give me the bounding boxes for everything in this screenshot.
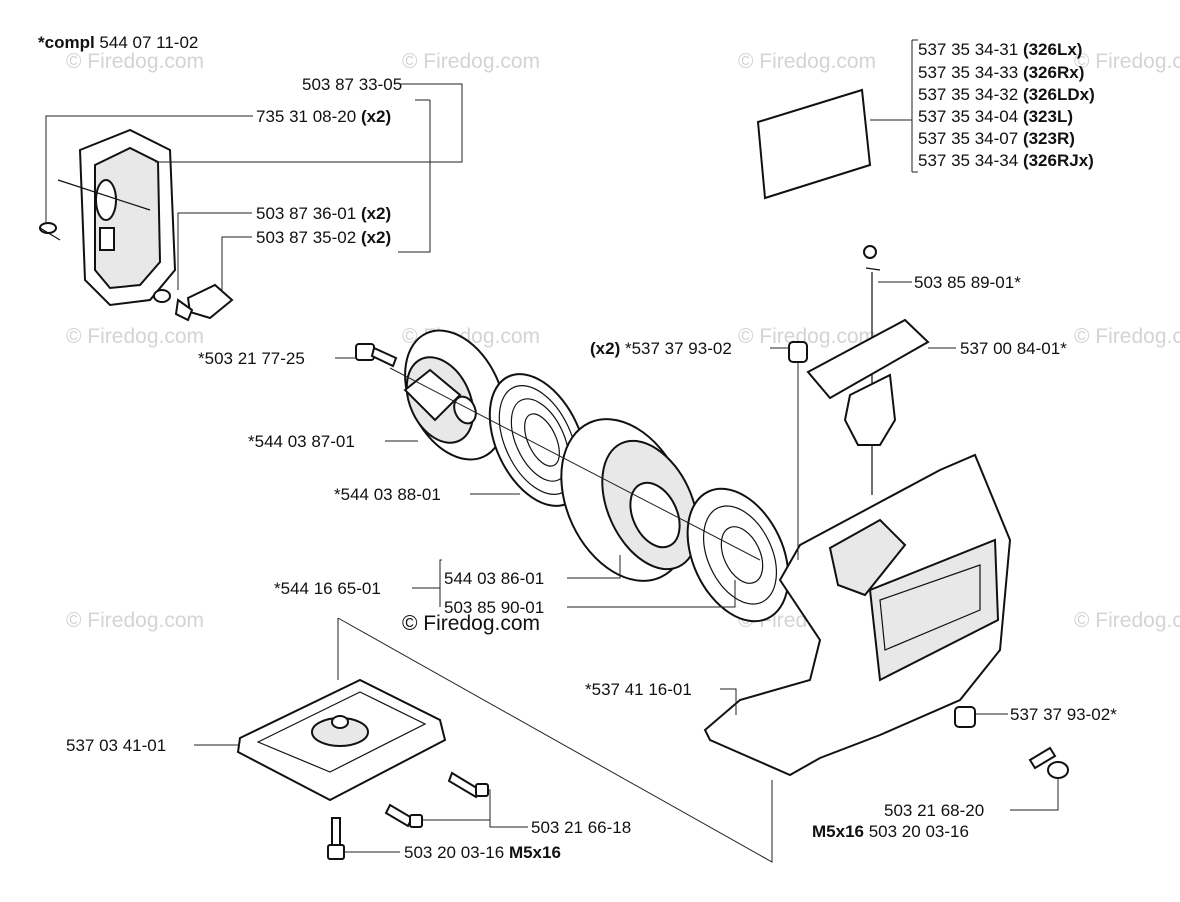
decal-drawing <box>756 88 872 200</box>
part-537-41-16-01: *537 41 16-01 <box>585 680 692 699</box>
part-503-20-03-16-bottom: 503 20 03-16 M5x16 <box>404 843 561 862</box>
part-labels: *compl 544 07 11-02 503 87 33-05 735 31 … <box>38 33 1117 862</box>
watermark: © Firedog.com <box>738 325 876 348</box>
part-735-31-08-20: 735 31 08-20 (x2) <box>256 107 391 126</box>
bracket-screws-drawing <box>327 771 489 860</box>
decal-item: 537 35 34-31 (326Lx) <box>918 40 1082 59</box>
compl-label: *compl 544 07 11-02 <box>38 33 198 52</box>
watermark-dark: © Firedog.com <box>402 612 540 635</box>
small-bushing-drawing <box>954 706 976 728</box>
decal-item: 537 35 34-32 (326LDx) <box>918 85 1095 104</box>
decal-item: 537 35 34-07 (323R) <box>918 129 1075 148</box>
return-spring-drawing <box>686 487 790 623</box>
part-544-03-86-01: 544 03 86-01 <box>444 569 544 588</box>
watermark: © Firedog.com <box>66 50 204 73</box>
part-503-21-77-25: *503 21 77-25 <box>198 349 305 368</box>
part-544-03-88-01: *544 03 88-01 <box>334 485 441 504</box>
watermark: © Firedog.com <box>402 50 540 73</box>
housing-screw-drawing <box>1028 746 1069 779</box>
part-503-20-03-16-right: M5x16 503 20 03-16 <box>812 822 969 841</box>
bracket-drawing <box>236 678 447 802</box>
part-503-87-33-05: 503 87 33-05 <box>302 75 402 94</box>
starter-housing-drawing <box>703 453 1012 777</box>
decal-item: 537 35 34-34 (326RJx) <box>918 151 1094 170</box>
part-544-16-65-01: *544 16 65-01 <box>274 579 381 598</box>
part-544-03-87-01: *544 03 87-01 <box>248 432 355 451</box>
handle-drawing <box>806 245 930 495</box>
part-503-85-90-01: 503 85 90-01 <box>444 598 544 617</box>
part-537-00-84-01: 537 00 84-01* <box>960 339 1067 358</box>
watermark: © Firedog.com <box>1074 325 1180 348</box>
part-503-87-35-02: 503 87 35-02 (x2) <box>256 228 391 247</box>
filter-cover-drawing <box>39 128 234 322</box>
watermark: © Firedog.com <box>1074 50 1180 73</box>
axis-lines <box>337 362 799 863</box>
watermark: © Firedog.com <box>66 325 204 348</box>
decal-item: 537 35 34-33 (326Rx) <box>918 63 1084 82</box>
leader-lines <box>45 39 1059 853</box>
watermark: © Firedog.com <box>1074 609 1180 632</box>
rope-pulley-drawing <box>560 418 699 582</box>
bushing-drawing <box>788 341 808 363</box>
part-537-37-93-02: 537 37 93-02* <box>1010 705 1117 724</box>
part-537-03-41-01: 537 03 41-01 <box>66 736 166 755</box>
part-537-37-93-02-x2: (x2) *537 37 93-02 <box>590 339 732 358</box>
decal-item: 537 35 34-04 (323L) <box>918 107 1073 126</box>
screw-drawing <box>355 343 398 368</box>
watermark: © Firedog.com <box>738 50 876 73</box>
part-503-21-66-18: 503 21 66-18 <box>531 818 631 837</box>
part-503-21-68-20: 503 21 68-20 <box>884 801 984 820</box>
watermark: © Firedog.com <box>66 609 204 632</box>
part-503-85-89-01: 503 85 89-01* <box>914 273 1021 292</box>
part-503-87-36-01: 503 87 36-01 (x2) <box>256 204 391 223</box>
